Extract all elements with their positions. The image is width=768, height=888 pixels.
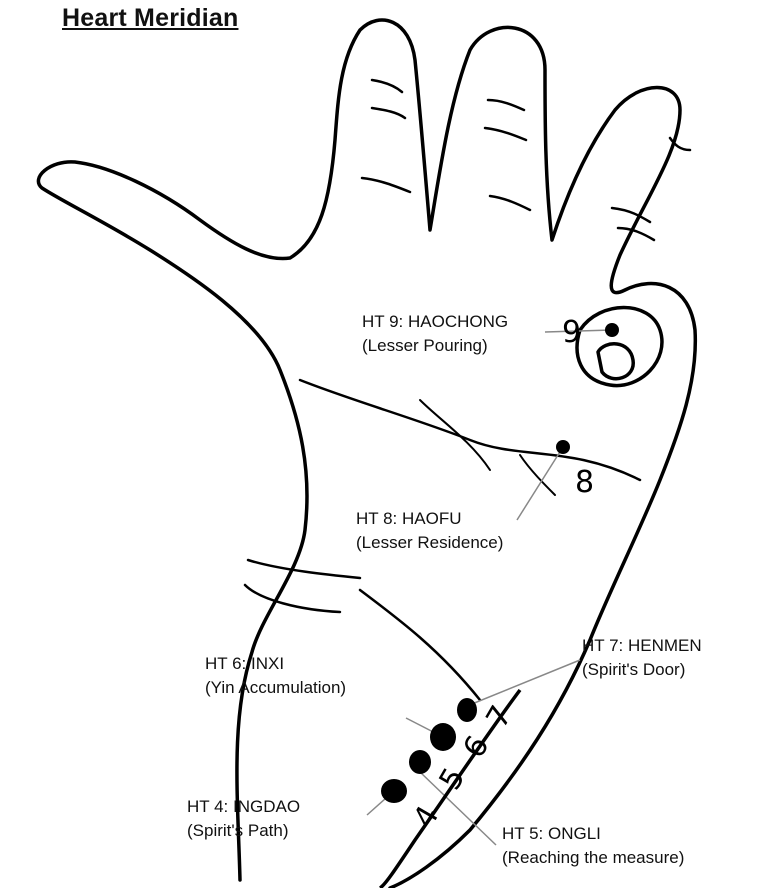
label-ht8-name: (Lesser Residence) <box>356 531 503 555</box>
number-8: 8 <box>575 465 594 500</box>
point-ht9 <box>605 323 619 337</box>
point-ht8 <box>556 440 570 454</box>
page-title: Heart Meridian <box>62 4 238 33</box>
point-ht6 <box>430 723 456 751</box>
point-ht4 <box>381 779 407 803</box>
label-ht9-name: (Lesser Pouring) <box>362 334 508 358</box>
label-ht4-code: HT 4: INGDAO <box>187 795 300 819</box>
hand-outline <box>38 20 695 888</box>
label-ht6: HT 6: INXI (Yin Accumulation) <box>205 652 346 700</box>
label-ht4-name: (Spirit's Path) <box>187 819 300 843</box>
label-ht8-code: HT 8: HAOFU <box>356 507 503 531</box>
label-ht5-name: (Reaching the measure) <box>502 846 684 870</box>
label-ht9: HT 9: HAOCHONG (Lesser Pouring) <box>362 310 508 358</box>
point-ht7 <box>457 698 477 722</box>
number-9: 9 <box>562 315 581 350</box>
label-ht6-code: HT 6: INXI <box>205 652 346 676</box>
label-ht5: HT 5: ONGLI (Reaching the measure) <box>502 822 684 870</box>
meridian-points <box>381 323 619 803</box>
label-ht6-name: (Yin Accumulation) <box>205 676 346 700</box>
label-ht7: HT 7: HENMEN (Spirit's Door) <box>582 634 702 682</box>
label-ht7-code: HT 7: HENMEN <box>582 634 702 658</box>
label-ht8: HT 8: HAOFU (Lesser Residence) <box>356 507 503 555</box>
label-ht5-code: HT 5: ONGLI <box>502 822 684 846</box>
label-ht9-code: HT 9: HAOCHONG <box>362 310 508 334</box>
point-ht5 <box>409 750 431 774</box>
label-ht4: HT 4: INGDAO (Spirit's Path) <box>187 795 300 843</box>
number-6: 6 <box>457 730 497 764</box>
label-ht7-name: (Spirit's Door) <box>582 658 702 682</box>
